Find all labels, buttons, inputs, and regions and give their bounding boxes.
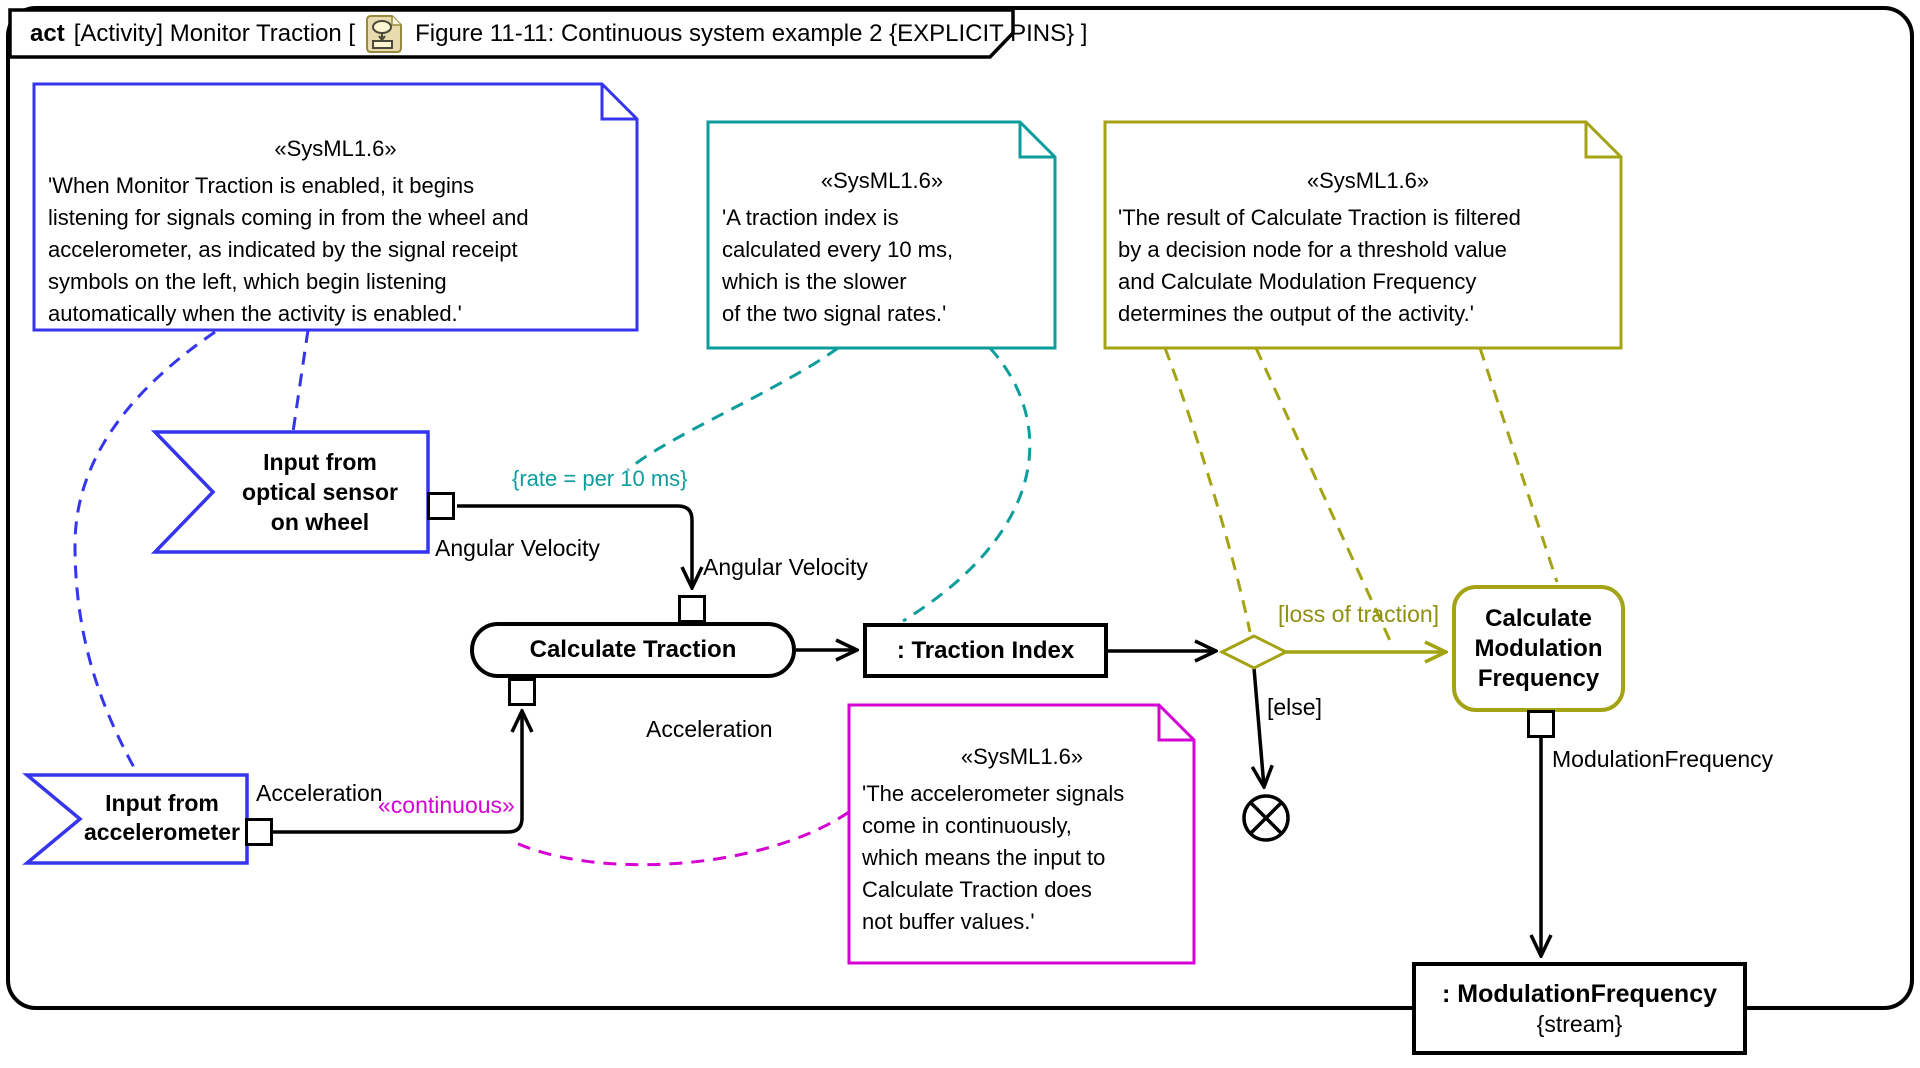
activity-frame <box>6 6 1914 1010</box>
action-label: Calculate Modulation Frequency <box>1474 604 1603 692</box>
stereotype-label: «SysML1.6» <box>960 744 1084 769</box>
note-body: 'The accelerometer signals come in conti… <box>862 781 1125 934</box>
note-anchor-blue-to-accelerometer <box>73 330 216 774</box>
note-anchor-olive-to-cmf <box>1478 347 1559 583</box>
note-anchor-blue-to-optical <box>291 329 310 433</box>
frame-title-post: Figure 11-11: Continuous system example … <box>415 20 1088 47</box>
angular-velocity-target-label: Angular Velocity <box>703 554 868 580</box>
acceleration-target-label: Acceleration <box>646 716 773 742</box>
flow-else-to-flow-final <box>1254 667 1264 787</box>
frame-title: act [Activity] Monitor Traction [ Figure… <box>30 14 1087 54</box>
object-node-label: : Traction Index <box>896 636 1075 664</box>
note-continuous-text: «SysML1.6» 'The accelerometer signals co… <box>862 744 1182 938</box>
frame-keyword: act <box>30 20 65 47</box>
pin-accelerometer-output <box>245 818 273 846</box>
flow-angular-velocity <box>457 504 692 588</box>
stereotype-label: «SysML1.6» <box>274 136 397 161</box>
pin-cmf-output <box>1527 710 1555 738</box>
angular-velocity-source-label: Angular Velocity <box>435 535 600 561</box>
note-fold-icon <box>1157 705 1194 742</box>
note-anchor-magenta-to-flow <box>509 810 850 867</box>
acceleration-source-label: Acceleration <box>256 780 383 806</box>
signal-optical-label: Input from optical sensor on wheel <box>242 449 398 535</box>
continuous-stereotype-label: «continuous» <box>378 792 515 818</box>
pin-traction-acceleration-input <box>508 678 536 706</box>
else-guard-label: [else] <box>1267 694 1322 720</box>
note-fold-icon <box>600 84 637 121</box>
flow-final-icon <box>1242 794 1290 842</box>
note-decision-text: «SysML1.6» 'The result of Calculate Trac… <box>1118 168 1618 330</box>
action-calculate-traction: Calculate Traction <box>470 622 796 678</box>
note-enable <box>32 82 639 332</box>
frame-title-tab <box>8 8 1015 59</box>
note-rate <box>706 120 1057 350</box>
activity-diagram-icon <box>366 15 403 53</box>
stereotype-label: «SysML1.6» <box>820 168 944 193</box>
pin-traction-angular-velocity-input <box>678 595 706 623</box>
decision-node-diamond <box>1218 634 1290 670</box>
note-anchor-olive-to-edge <box>1254 347 1394 646</box>
object-node-traction-index: : Traction Index <box>863 623 1108 678</box>
modulation-frequency-edge-label: ModulationFrequency <box>1552 746 1774 772</box>
signal-accelerometer-label: Input from accelerometer <box>84 790 240 845</box>
note-body: 'When Monitor Traction is enabled, it be… <box>48 173 529 326</box>
action-calculate-modulation-frequency: Calculate Modulation Frequency <box>1452 585 1625 712</box>
loss-of-traction-guard-label: [loss of traction] <box>1278 601 1440 627</box>
signal-receipt-accelerometer <box>22 773 249 865</box>
action-label: Calculate Traction <box>529 636 737 663</box>
frame-title-pre: [Activity] Monitor Traction [ <box>73 20 356 47</box>
object-node-label: : ModulationFrequency <box>1442 979 1717 1008</box>
flow-acceleration <box>273 711 522 834</box>
stream-constraint-label: {stream} <box>1536 1010 1623 1037</box>
note-body: 'A traction index is calculated every 10… <box>722 205 954 326</box>
note-decision <box>1103 120 1623 350</box>
note-fold-icon <box>1584 122 1621 159</box>
note-fold-icon <box>1018 122 1055 159</box>
note-rate-text: «SysML1.6» 'A traction index is calculat… <box>722 168 1042 330</box>
note-anchor-olive-to-decision <box>1163 347 1252 633</box>
note-continuous <box>847 703 1196 965</box>
signal-receipt-optical-sensor <box>150 430 430 554</box>
pin-optical-output <box>427 492 455 520</box>
note-enable-text: «SysML1.6» 'When Monitor Traction is ena… <box>48 136 623 330</box>
rate-constraint-label: {rate = per 10 ms} <box>512 466 688 491</box>
object-node-modulation-frequency: : ModulationFrequency {stream} <box>1412 962 1747 1055</box>
stereotype-label: «SysML1.6» <box>1306 168 1430 193</box>
note-anchor-teal-to-rate <box>626 346 839 472</box>
note-body: 'The result of Calculate Traction is fil… <box>1118 205 1521 326</box>
note-anchor-teal-to-traction-index <box>902 346 1032 623</box>
